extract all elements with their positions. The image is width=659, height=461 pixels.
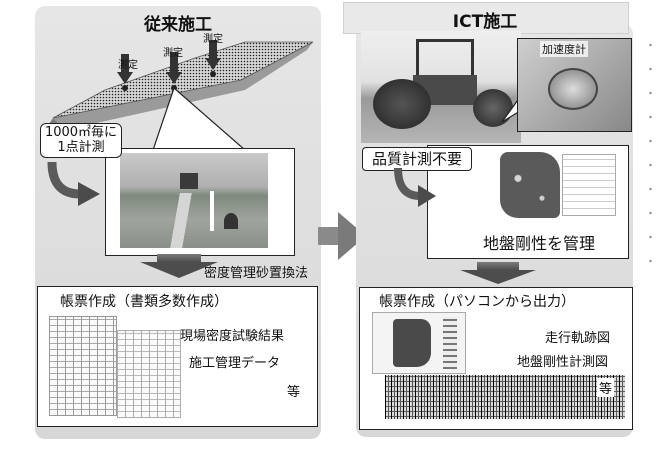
track-map-printout <box>372 312 466 374</box>
stiffness-map-grid <box>562 154 616 216</box>
accelerometer-sensor <box>548 68 598 110</box>
report-item-track: 走行軌跡図 <box>545 331 611 346</box>
measure-label-1: 測定 <box>118 60 138 71</box>
edge-text-fragment: ・・・・・・・・・・ <box>643 40 654 280</box>
ict-title: ICT施工 <box>452 12 518 32</box>
sampling-rate-line1: 1000㎡毎に <box>44 125 118 140</box>
conventional-title: 従来施工 <box>144 15 212 35</box>
no-quality-measure-callout: 品質計測不要 <box>362 147 472 171</box>
accelerometer-label: 加速度計 <box>540 41 588 57</box>
embankment-illustration <box>49 40 314 150</box>
down-arrow-left-head <box>140 262 218 278</box>
report-item-stiffness-map: 地盤剛性計測図 <box>517 355 609 370</box>
report-sheet-2 <box>117 330 181 418</box>
report-item-construction-data: 施工管理データ <box>189 356 281 371</box>
down-arrow-right-head <box>460 270 536 284</box>
stiffness-map <box>500 152 560 218</box>
no-quality-measure-text: 品質計測不要 <box>371 150 462 168</box>
ict-report-title: 帳票作成（パソコンから出力） <box>379 294 575 310</box>
sampling-rate-callout: 1000㎡毎に 1点計測 <box>40 123 122 158</box>
conventional-report-title: 帳票作成（書類多数作成） <box>60 294 228 310</box>
ground-stiffness-label: 地盤剛性を管理 <box>483 234 596 253</box>
down-arrow-left-shaft <box>157 254 201 262</box>
curved-arrow-right <box>394 168 436 207</box>
roller-compactor-photo <box>361 31 521 143</box>
report-item-etc-right: 等 <box>597 378 615 397</box>
measure-label-2: 測定 <box>163 48 183 59</box>
report-sheet-1 <box>49 316 117 416</box>
measure-arrows <box>117 40 221 84</box>
curved-arrow-left <box>47 161 100 206</box>
report-item-etc: 等 <box>287 385 301 400</box>
density-method-label: 密度管理砂置換法 <box>204 266 309 281</box>
transition-arrow <box>318 212 366 260</box>
down-arrow-right-shaft <box>477 262 519 270</box>
sampling-rate-line2: 1点計測 <box>57 140 105 155</box>
measure-label-3: 測定 <box>203 34 223 45</box>
site-survey-photo <box>120 153 268 248</box>
ict-title-bar <box>343 2 629 34</box>
stiffness-data-printout <box>385 375 625 419</box>
report-item-density-test: 現場密度試験結果 <box>180 329 285 344</box>
